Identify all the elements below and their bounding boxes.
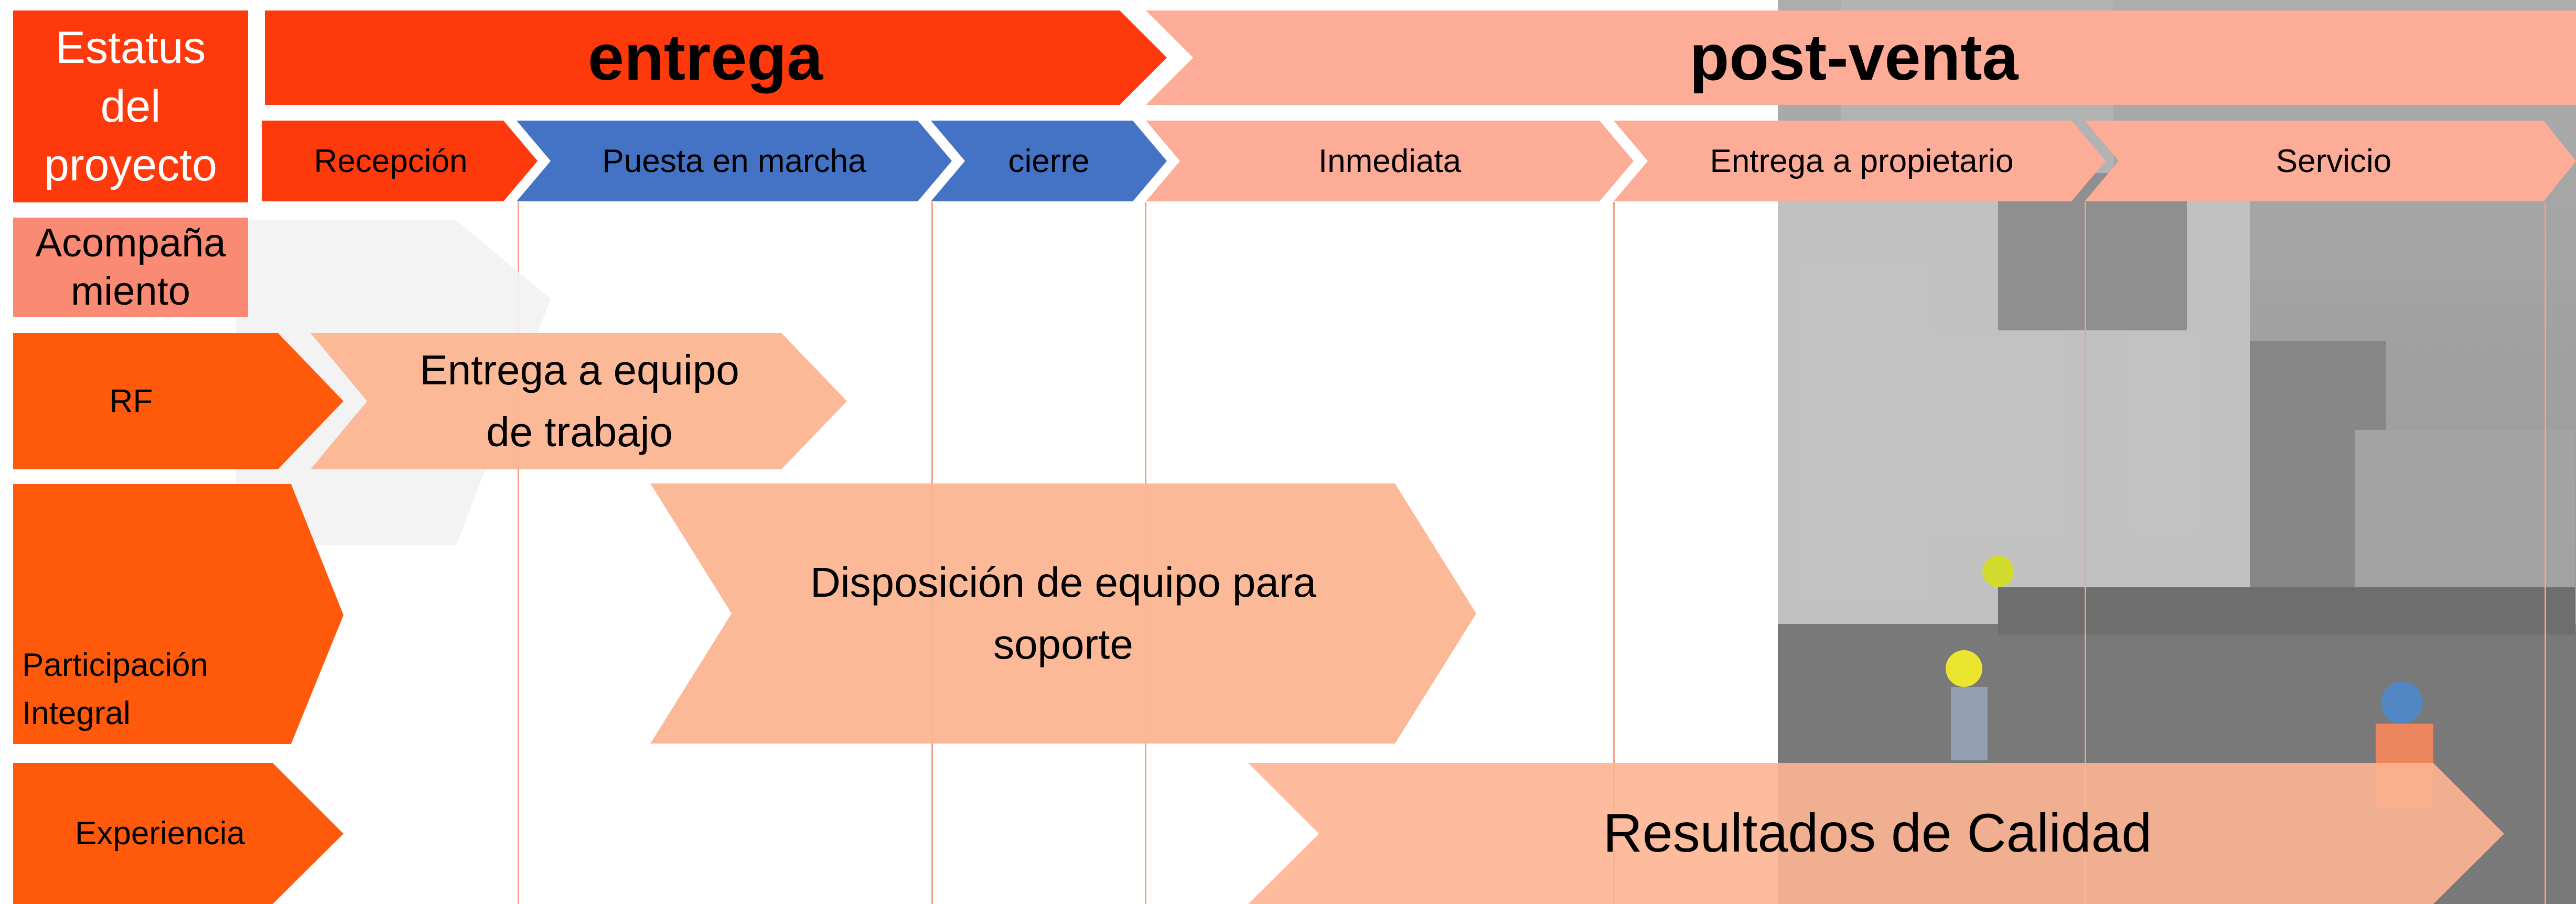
- stage-arrows: [262, 121, 2576, 201]
- stage-label-box: cierre: [954, 121, 1143, 201]
- stage-divider-line: [1613, 202, 1615, 904]
- stage-label-inmediata: Inmediata: [1318, 143, 1462, 179]
- stage-label-recepcion: Recepción: [314, 143, 468, 179]
- status-label: Estatus del proyecto: [44, 23, 217, 190]
- row-arrow-participacion: [13, 484, 344, 744]
- stage-label-puesta-en-marcha: Puesta en marcha: [602, 143, 866, 179]
- row-label-acompanamiento: Acompaña miento: [35, 221, 226, 314]
- row-label-participacion: Participación Integral: [22, 647, 208, 731]
- stage-arrow-puesta: [517, 121, 952, 201]
- bar-entrega-equipo-label: Entrega a equipo de trabajo: [420, 347, 739, 455]
- stage-divider-line: [2085, 202, 2086, 904]
- row-arrow-rf: [13, 333, 344, 469]
- bar-entrega-equipo-label-box: Entrega a equipo de trabajo: [367, 333, 792, 469]
- phase-arrows: [265, 10, 2576, 105]
- stage-arrow-cierre: [931, 121, 1167, 201]
- phase-postventa-label-box: post-venta: [1146, 10, 2562, 105]
- stage-label-box: Entrega a propietario: [1636, 121, 2087, 201]
- phase-postventa-arrow: [1146, 10, 2576, 105]
- stage-label-entrega-propietario: Entrega a propietario: [1710, 143, 2014, 179]
- stage-label-box: Inmediata: [1169, 121, 1610, 201]
- bar-disposicion-label: Disposición de equipo para soporte: [810, 559, 1317, 668]
- stage-label-cierre: cierre: [1008, 143, 1090, 179]
- phase-entrega-label: entrega: [588, 21, 823, 94]
- stage-arrow-inmediata: [1146, 121, 1634, 201]
- bar-resultados: [1248, 763, 2504, 904]
- row-label-acompanamiento-box: Acompaña miento: [13, 218, 248, 317]
- stage-arrow-servicio: [2085, 121, 2576, 201]
- stage-label-box: Puesta en marcha: [540, 121, 928, 201]
- stage-arrow-recepcion: [262, 121, 538, 201]
- row-label-rf-box: RF: [13, 333, 249, 469]
- stage-divider-line: [2545, 202, 2546, 904]
- bar-resultados-label-box: Resultados de Calidad: [1319, 763, 2436, 904]
- phase-entrega-arrow: [265, 10, 1167, 105]
- stage-label-servicio: Servicio: [2276, 143, 2392, 179]
- row-label-participacion-box: Participación Integral: [22, 484, 316, 895]
- bar-resultados-label: Resultados de Calidad: [1603, 803, 2152, 864]
- stage-divider-line: [518, 202, 519, 904]
- row-label-experiencia: Experiencia: [75, 815, 245, 852]
- row-label-experiencia-box: Experiencia: [13, 763, 307, 904]
- stage-arrow-entrega-propietario: [1614, 121, 2106, 201]
- bar-entrega-equipo: [310, 333, 847, 469]
- stage-label-box: Servicio: [2108, 121, 2559, 201]
- row-label-rf: RF: [109, 383, 153, 419]
- row-arrows: [13, 333, 344, 904]
- row-arrow-experiencia: [13, 763, 344, 904]
- bar-disposicion-label-box: Disposición de equipo para soporte: [732, 483, 1395, 744]
- stage-label-box: Recepción: [262, 121, 519, 201]
- bar-disposicion: [650, 483, 1476, 744]
- phase-postventa-label: post-venta: [1689, 21, 2019, 94]
- phase-entrega-label-box: entrega: [265, 10, 1146, 105]
- status-label-box: Estatus del proyecto: [13, 10, 248, 202]
